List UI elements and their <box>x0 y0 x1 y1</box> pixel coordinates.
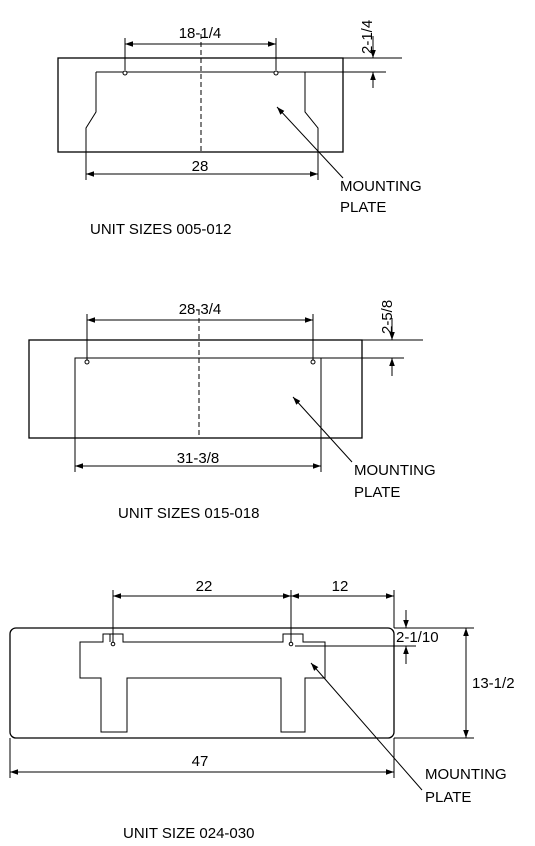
dim-top-label: 28-3/4 <box>179 301 222 318</box>
mounting-plate-outline <box>79 633 326 733</box>
diagram-caption: UNIT SIZES 005-012 <box>90 221 231 238</box>
callout-leader <box>292 396 353 463</box>
dim-bottom-label: 31-3/8 <box>177 450 220 467</box>
callout-line-1: MOUNTING <box>340 178 422 195</box>
callout-line-1: MOUNTING <box>354 462 436 479</box>
mounting-hole <box>288 641 294 647</box>
dim-bottom-label: 47 <box>192 753 209 770</box>
dim-top-label: 18-1/4 <box>179 25 222 42</box>
mounting-hole <box>273 70 279 76</box>
dim-top-right-label: 12 <box>332 578 349 595</box>
callout-line-1: MOUNTING <box>425 766 507 783</box>
callout-line-2: PLATE <box>425 789 471 806</box>
dim-side-label: 2-1/4 <box>359 20 376 54</box>
diagram-unit-015-018: 28-3/4 31-3/8 2-5/8 MOUNTING PLATE UNIT … <box>28 300 436 522</box>
mounting-hole <box>122 70 128 76</box>
mounting-hole <box>84 359 90 365</box>
diagram-unit-024-030: 22 12 47 2-1/10 13-1/2 MOUNTING PLATE UN… <box>9 578 515 842</box>
callout-leader <box>310 662 423 791</box>
diagram-caption: UNIT SIZE 024-030 <box>123 825 254 842</box>
dim-side-label: 2-5/8 <box>379 300 396 334</box>
callout-leader <box>276 106 344 179</box>
mounting-plate-outline <box>74 357 322 439</box>
mounting-plate-outline <box>85 71 319 152</box>
unit-outline <box>9 627 395 739</box>
mounting-hole <box>110 641 116 647</box>
dim-bottom-label: 28 <box>192 158 209 175</box>
diagram-unit-005-012: 18-1/4 28 2-1/4 MOUNTING PLATE UNIT SIZE… <box>57 20 422 238</box>
mounting-hole <box>310 359 316 365</box>
unit-outline <box>28 339 363 439</box>
dim-side-label: 2-1/10 <box>396 629 439 646</box>
callout-line-2: PLATE <box>340 199 386 216</box>
dim-height-label: 13-1/2 <box>472 675 515 692</box>
diagram-caption: UNIT SIZES 015-018 <box>118 505 259 522</box>
dim-top-left-label: 22 <box>196 578 213 595</box>
callout-line-2: PLATE <box>354 484 400 501</box>
